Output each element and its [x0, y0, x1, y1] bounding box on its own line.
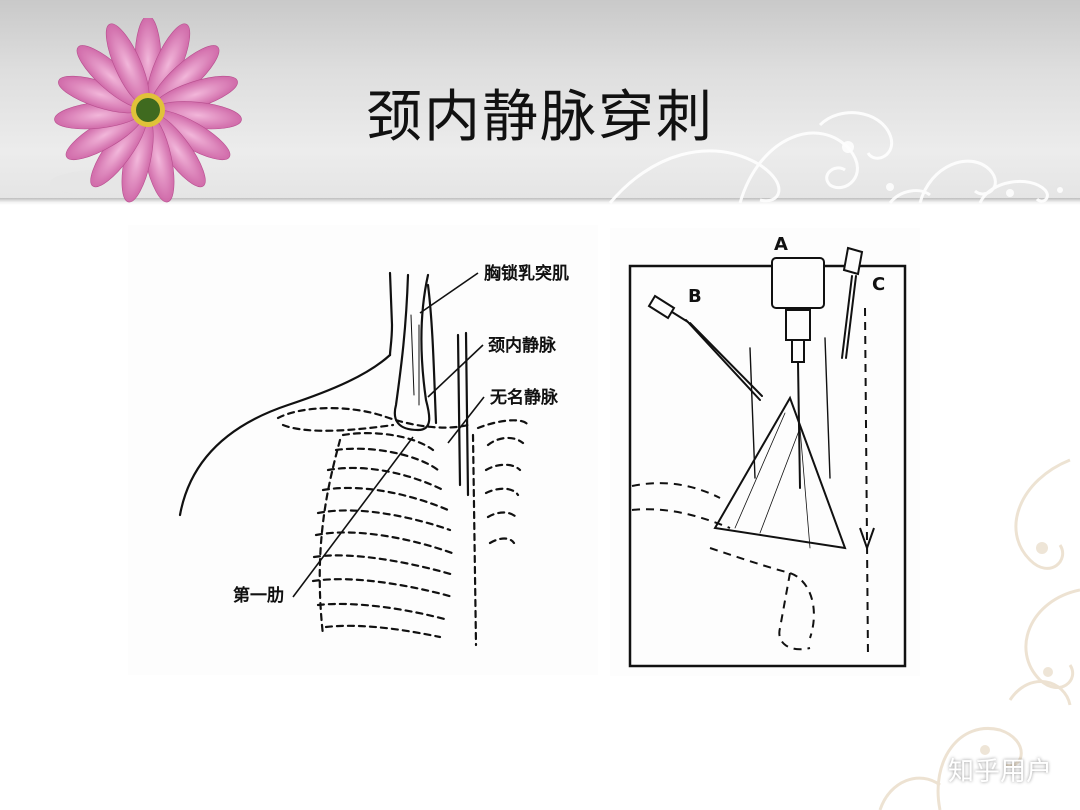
puncture-approach-figure: A B C: [610, 228, 920, 676]
neck-anatomy-figure: 胸锁乳突肌 颈内静脉 无名静脉 第一肋: [128, 225, 598, 675]
label-first-rib: 第一肋: [233, 585, 284, 606]
swirl-decoration-bottom: [878, 458, 1080, 810]
label-approach-b: B: [688, 286, 702, 307]
figure-frame: [628, 264, 907, 668]
header-divider: [0, 198, 1080, 205]
label-approach-c: C: [872, 274, 885, 295]
swirl-decoration: [608, 111, 1063, 204]
slide-title: 颈内静脉穿刺: [366, 85, 714, 150]
flower-decoration: [50, 18, 242, 203]
label-brachiocephalic-vein: 无名静脉: [489, 387, 559, 408]
watermark: 知乎用户: [947, 757, 1052, 787]
label-sternocleidomastoid: 胸锁乳突肌: [484, 263, 569, 284]
label-internal-jugular-vein: 颈内静脉: [488, 335, 557, 356]
label-approach-a: A: [774, 234, 788, 255]
